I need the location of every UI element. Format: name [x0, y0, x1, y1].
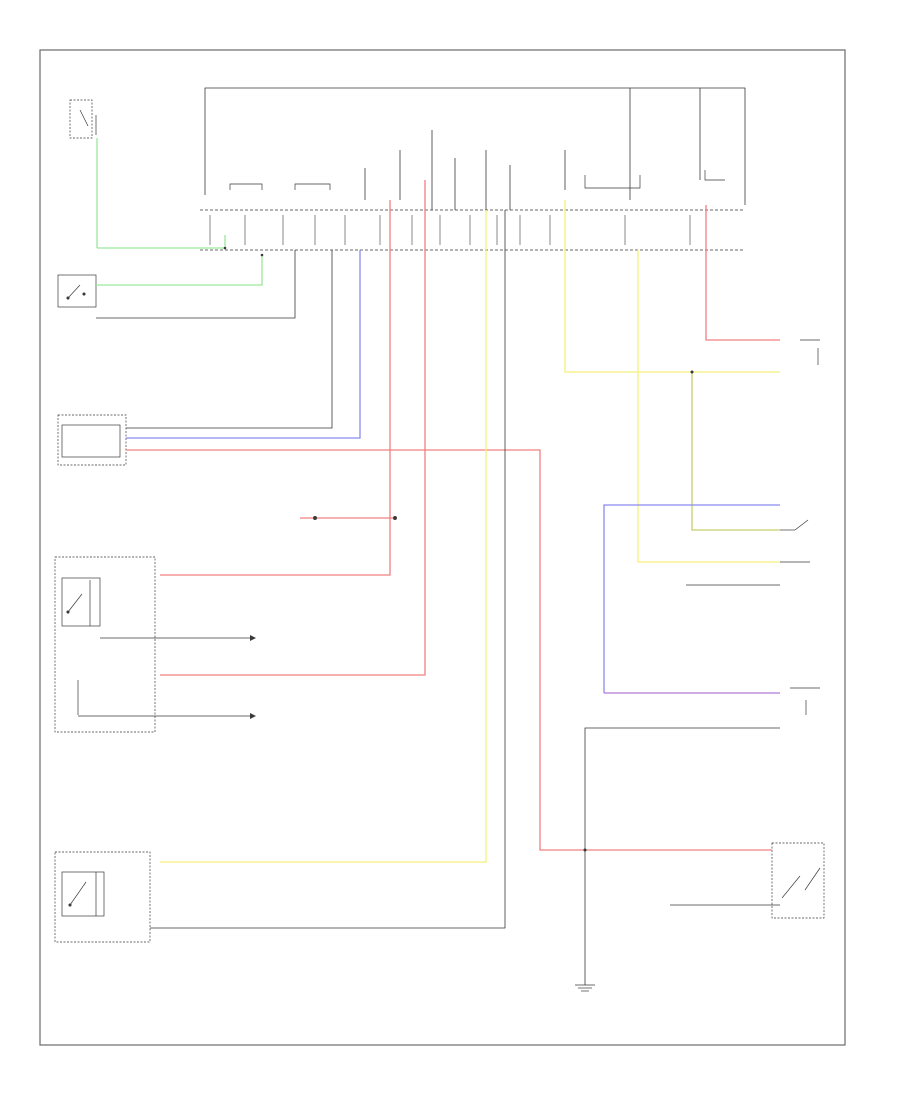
black-wire-lower-left [150, 210, 506, 929]
vertical-wires-top [364, 130, 566, 210]
switch-left-lower [54, 851, 151, 943]
switch-left-upper [57, 274, 97, 308]
yellow-wire-right-1 [564, 200, 780, 373]
combination-meter [57, 414, 127, 466]
fuse-red-mid [300, 516, 397, 520]
blue-wire-meter [126, 250, 361, 439]
black-wire-meter [126, 250, 333, 429]
main-connector-block [200, 170, 745, 251]
ground-symbol [575, 984, 595, 992]
green-wire-switch [96, 255, 263, 286]
splice-points [223, 246, 694, 852]
diagram-border [39, 49, 846, 1046]
red-wire-right [705, 205, 780, 341]
blue-wire-right [603, 504, 780, 693]
green-wire-top [97, 235, 226, 249]
black-wire-switch [96, 250, 296, 319]
yellow-wire-left [160, 210, 487, 863]
ground-arrows [250, 635, 256, 719]
switch-right-top [800, 339, 820, 365]
switch-right-mid [780, 519, 810, 563]
red-wire-to-relay-lower [160, 180, 426, 676]
connector-pins [209, 215, 691, 245]
fuse-relay-upper-left [69, 99, 98, 248]
yellow-wire-right-2 [637, 250, 780, 563]
red-wire-meter [126, 449, 585, 851]
relay-box-left [54, 556, 156, 733]
yellowgreen-wire-right [691, 372, 780, 531]
transmission-range-switch [771, 842, 825, 919]
red-wire-to-relay [160, 200, 391, 576]
black-wire-right-lower [584, 727, 780, 985]
top-harness [204, 87, 746, 205]
switch-right-lower [790, 687, 820, 715]
